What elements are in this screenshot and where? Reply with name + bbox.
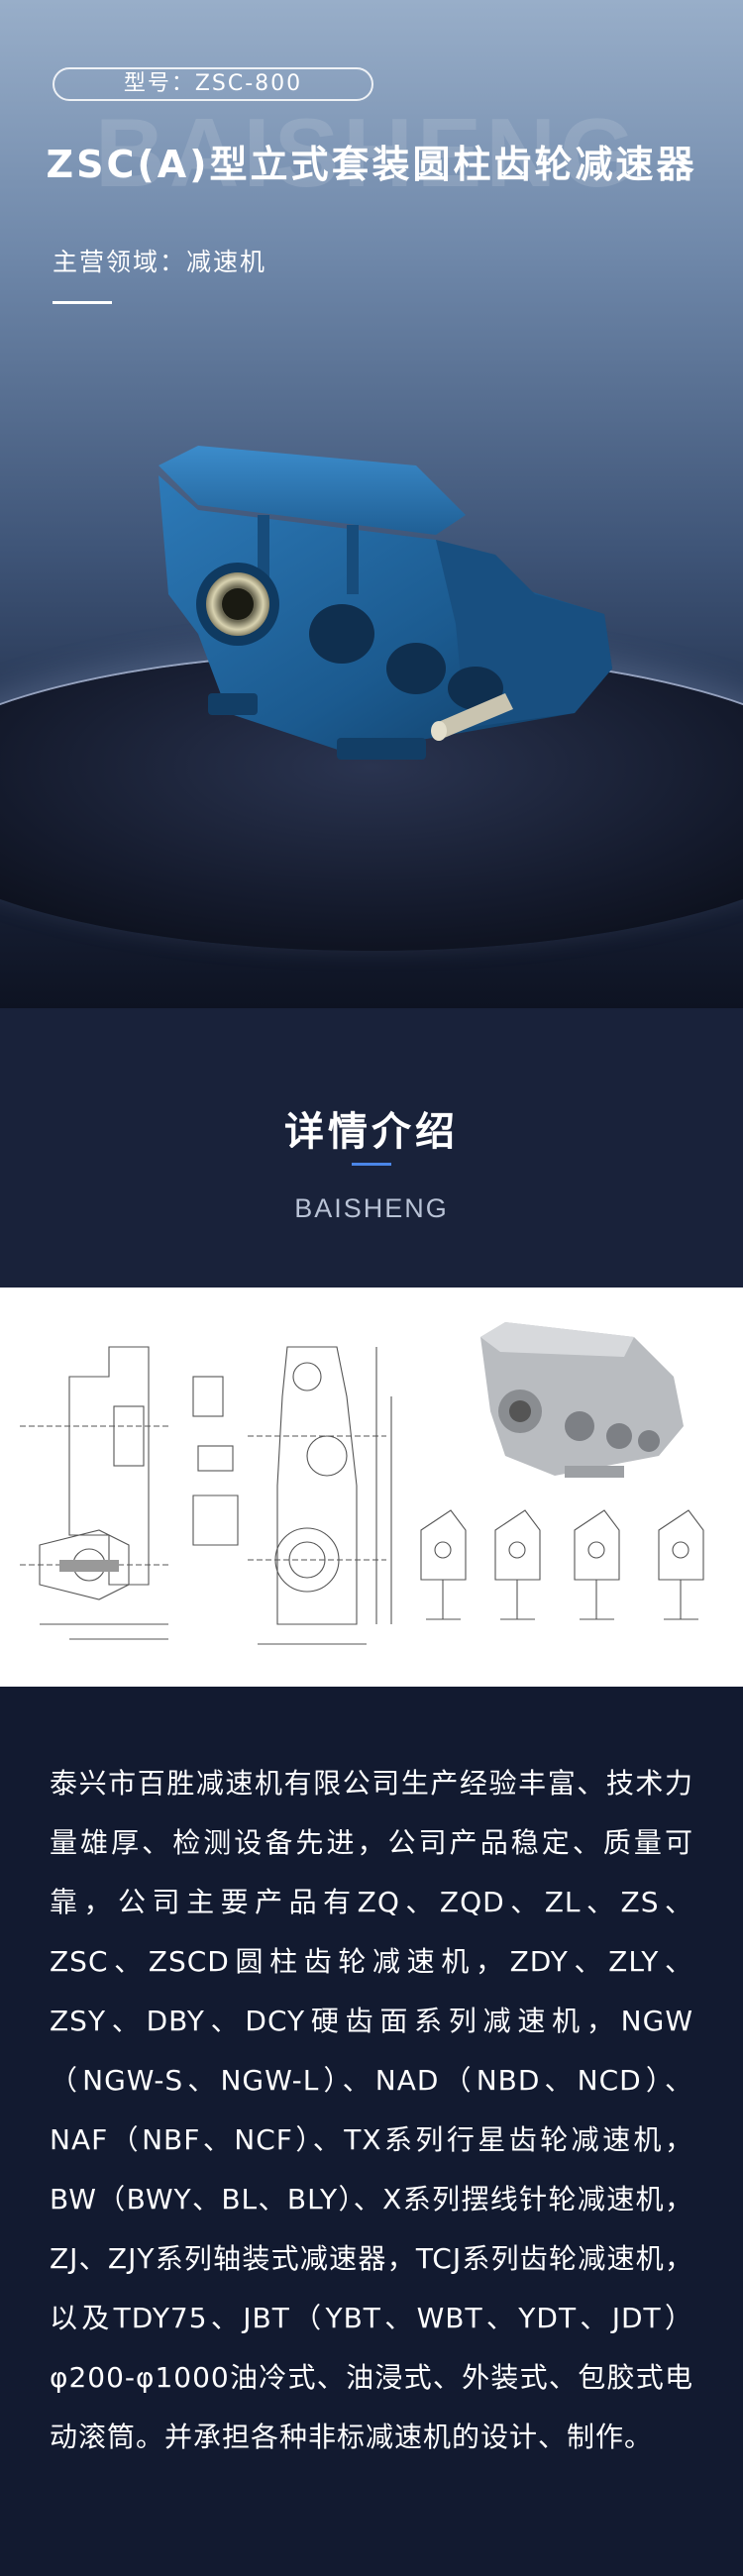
business-field: 主营领域：减速机 <box>53 248 267 276</box>
technical-drawing-panel <box>0 1288 743 1687</box>
heading-accent-line <box>352 1163 391 1166</box>
subtitle-underline <box>53 301 112 304</box>
company-description-section: 泰兴市百胜减速机有限公司生产经验丰富、技术力量雄厚、检测设备先进，公司产品稳定、… <box>0 1687 743 2576</box>
details-section-header: 详情介绍 BAISHENG <box>0 1008 743 1288</box>
company-description: 泰兴市百胜减速机有限公司生产经验丰富、技术力量雄厚、检测设备先进，公司产品稳定、… <box>50 1767 693 2453</box>
hero-banner: BAISHENG 型号：ZSC-800 ZSC(A)型立式套装圆柱齿轮减速器 主… <box>0 0 743 1008</box>
details-heading: 详情介绍 <box>284 1109 459 1155</box>
brand-watermark: BAISHENG <box>95 98 640 207</box>
model-badge: 型号：ZSC-800 <box>53 67 373 101</box>
details-subheading: BAISHENG <box>294 1193 449 1223</box>
technical-drawing-image <box>20 1322 704 1645</box>
gear-reducer-image <box>159 446 612 760</box>
product-title: ZSC(A)型立式套装圆柱齿轮减速器 <box>46 143 697 186</box>
